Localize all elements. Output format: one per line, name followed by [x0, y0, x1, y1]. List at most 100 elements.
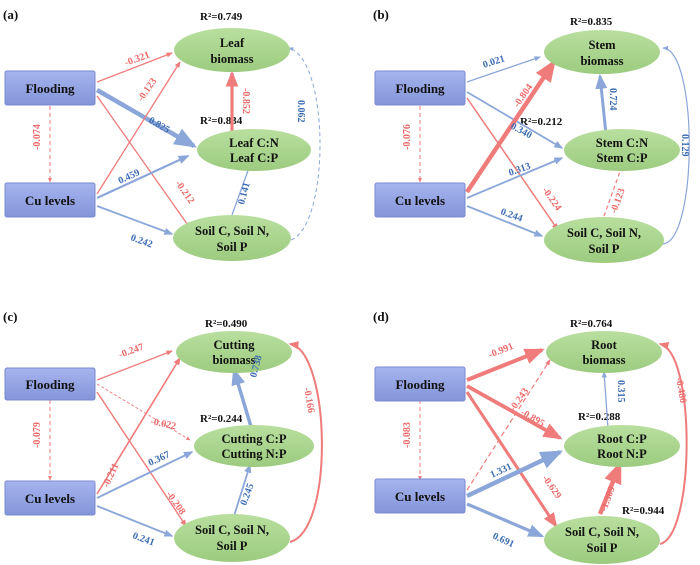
bot-line2: Soil P — [217, 539, 248, 553]
flooding-label: Flooding — [395, 81, 445, 96]
path-cu-to-bot — [466, 205, 544, 237]
r2-mid: R²=0.288 — [578, 411, 621, 423]
coef-cu-bot: 0.244 — [499, 206, 524, 224]
coef-bot-top: -0.480 — [673, 377, 688, 404]
r2-mid: R²=0.834 — [200, 115, 243, 127]
coef-cu-mid: 0.367 — [147, 449, 172, 468]
top-line2: biomass — [212, 353, 255, 367]
mid-line1: Cutting C:P — [222, 432, 287, 446]
coef-cu-top: -0.211 — [101, 462, 122, 490]
flooding-box: Flooding — [4, 70, 96, 106]
path-bot-to-top — [662, 45, 690, 245]
cu-box: Cu levels — [374, 478, 466, 514]
coef-bot-mid: 0.245 — [238, 482, 256, 507]
r2-mid: R²=0.244 — [200, 413, 243, 425]
coef-bot-mid: 0.141 — [236, 181, 252, 206]
path-flooding-to-bot — [96, 95, 191, 229]
r2-top: R²=0.835 — [570, 16, 613, 28]
coef-fl-bot: -0.208 — [164, 489, 188, 516]
paths — [418, 341, 688, 545]
top-line2: biomass — [210, 52, 253, 66]
mid-line2: Cutting N:P — [222, 447, 287, 461]
top-node: Leaf biomass — [174, 28, 290, 72]
path-bot-to-mid — [597, 460, 623, 515]
coef-fl-mid: 0.825 — [147, 115, 172, 136]
bot-line1: Soil C, Soil N, — [195, 224, 269, 238]
path-flooding-to-top — [96, 52, 173, 83]
flooding-box: Flooding — [4, 367, 96, 401]
coef-fl-cu: -0.083 — [402, 422, 413, 448]
r2-top: R²=0.764 — [570, 318, 613, 330]
bot-line1: Soil C, Soil N, — [567, 226, 641, 240]
coef-fl-bot: -0.629 — [540, 473, 564, 500]
mid-node: Cutting C:P Cutting N:P — [194, 425, 314, 467]
path-flooding-to-bot — [466, 97, 559, 231]
panel-d: (d) R²=0.764 R²=0.288 R²=0.944 Flooding … — [373, 309, 688, 564]
flooding-label: Flooding — [25, 81, 75, 96]
coef-mid-top: 0.315 — [615, 380, 626, 403]
coef-fl-cu: -0.079 — [32, 422, 43, 448]
path-flooding-to-mid — [96, 383, 191, 441]
flooding-label: Flooding — [25, 377, 75, 392]
path-bot-to-top — [288, 341, 323, 543]
bot-line1: Soil C, Soil N, — [195, 523, 269, 537]
path-flooding-to-bot — [465, 391, 558, 528]
bot-line1: Soil C, Soil N, — [565, 525, 639, 539]
coef-mid-top: 0.724 — [607, 88, 618, 111]
mid-line2: Root N:P — [597, 447, 647, 461]
path-flooding-to-top — [466, 348, 545, 382]
top-node: Stem biomass — [544, 30, 660, 74]
path-flooding-to-top — [466, 56, 541, 83]
path-flooding-to-top — [96, 350, 173, 381]
mid-line1: Leaf C:N — [229, 136, 279, 150]
panel-a: (a) R²=0.749 R²=0.834 Flooding Cu levels — [3, 7, 321, 261]
top-line1: Stem — [588, 38, 616, 52]
path-bot-to-top — [658, 341, 688, 545]
mid-line1: Stem C:N — [596, 136, 648, 150]
flooding-box: Flooding — [374, 70, 466, 106]
panel-label: (b) — [373, 7, 389, 22]
path-cu-to-mid — [96, 451, 194, 499]
path-bot-to-mid — [231, 164, 251, 216]
coef-fl-cu: -0.076 — [402, 124, 413, 150]
path-bot-to-top — [288, 47, 321, 241]
panel-c: (c) R²=0.490 R²=0.244 Flooding Cu levels… — [3, 309, 323, 562]
path-cu-to-top — [465, 59, 556, 194]
cu-box: Cu levels — [4, 480, 96, 516]
mid-node: Stem C:N Stem C:P — [564, 129, 680, 171]
coef-fl-mid: -0.895 — [519, 407, 547, 429]
coef-fl-top: -0.247 — [117, 342, 145, 361]
top-line1: Cutting — [214, 338, 256, 352]
bot-line2: Soil P — [587, 541, 618, 555]
cu-label: Cu levels — [25, 491, 75, 506]
path-flooding-to-bot — [96, 391, 187, 527]
panel-label: (d) — [373, 309, 389, 324]
paths — [48, 47, 321, 241]
path-mid-to-top — [601, 371, 609, 429]
coef-fl-top: 0.021 — [482, 53, 507, 70]
r2-mid: R²=0.212 — [520, 116, 563, 128]
paths — [48, 341, 323, 543]
path-cu-to-bot — [466, 502, 545, 538]
path-cu-to-mid — [96, 155, 190, 199]
panel-label: (a) — [3, 7, 18, 22]
panel-b: (b) R²=0.835 R²=0.212 Flooding Cu levels… — [373, 7, 690, 263]
path-cu-to-mid — [466, 157, 564, 199]
r2-top: R²=0.490 — [205, 318, 248, 330]
r2-bot: R²=0.944 — [622, 505, 665, 517]
cu-box: Cu levels — [4, 182, 96, 218]
bot-line2: Soil P — [217, 240, 248, 254]
top-line1: Root — [591, 338, 618, 352]
cu-label: Cu levels — [395, 489, 445, 504]
path-bot-to-mid — [233, 463, 252, 517]
top-line2: biomass — [580, 54, 623, 68]
top-node: Root biomass — [546, 331, 662, 373]
coef-cu-bot: 0.691 — [491, 531, 516, 550]
cu-label: Cu levels — [25, 193, 75, 208]
top-node: Cutting biomass — [176, 331, 292, 373]
coef-cu-bot: 0.241 — [131, 530, 156, 548]
coef-bot-top: -0.166 — [301, 387, 316, 414]
paths — [418, 45, 690, 245]
bot-line2: Soil P — [589, 242, 620, 256]
